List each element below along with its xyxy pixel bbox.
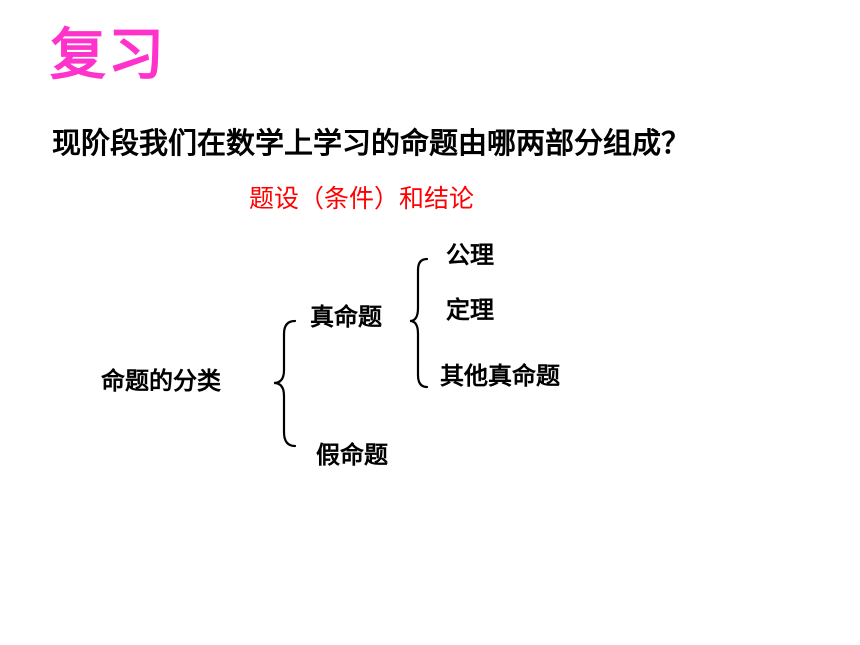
theorem-label: 定理 (446, 296, 494, 324)
true-proposition-label: 真命题 (310, 303, 382, 331)
answer-text: 题设（条件）和结论 (249, 184, 475, 213)
slide-title: 复习 (50, 23, 166, 88)
review-question: 现阶段我们在数学上学习的命题由哪两部分组成？ (52, 126, 691, 160)
left-brace-classification (273, 319, 297, 448)
axiom-label: 公理 (446, 241, 494, 269)
other-true-proposition-label: 其他真命题 (440, 362, 560, 390)
left-brace-true-proposition (409, 257, 429, 389)
classification-root-label: 命题的分类 (101, 367, 221, 395)
false-proposition-label: 假命题 (316, 441, 388, 469)
